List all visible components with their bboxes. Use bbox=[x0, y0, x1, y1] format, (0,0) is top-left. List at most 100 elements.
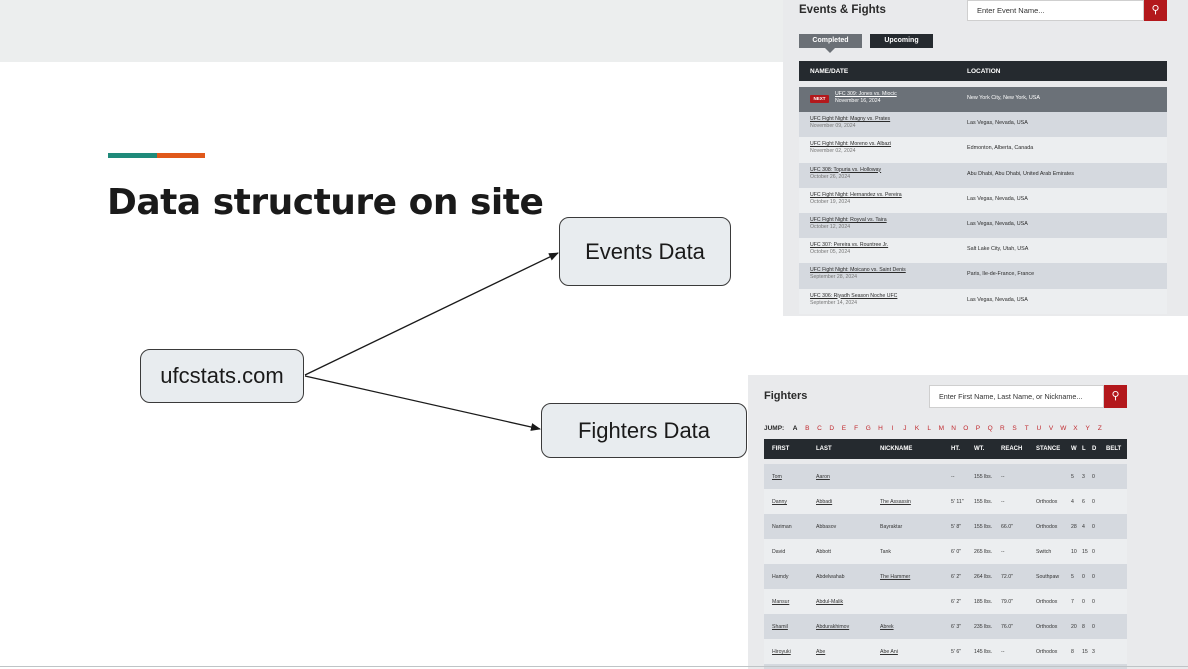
jump-letter[interactable]: T bbox=[1024, 425, 1029, 432]
jump-letter[interactable]: B bbox=[805, 425, 810, 432]
search-icon: ⚲ bbox=[1151, 4, 1160, 16]
events-table-body: NEXT UFC 309: Jones vs. Miocic November … bbox=[799, 87, 1167, 314]
fighter-last-link[interactable]: Aaron bbox=[816, 474, 830, 480]
fighter-first-link[interactable]: David bbox=[772, 549, 786, 555]
event-link[interactable]: UFC Fight Night: Moreno vs. Albazi bbox=[810, 141, 892, 148]
jump-letter[interactable]: C bbox=[817, 425, 822, 432]
fighter-weight: 155 lbs. bbox=[974, 474, 993, 480]
fighter-height: 6' 2" bbox=[951, 574, 962, 580]
jump-letter[interactable]: F bbox=[854, 425, 859, 432]
fighter-nickname-link[interactable]: Tank bbox=[880, 549, 891, 555]
fighter-reach: -- bbox=[1001, 474, 1005, 480]
fighter-stance: Orthodox bbox=[1036, 649, 1058, 655]
jump-letter[interactable]: H bbox=[878, 425, 883, 432]
fighter-wins: 4 bbox=[1071, 499, 1074, 505]
jump-letter[interactable]: J bbox=[903, 425, 907, 432]
event-row: UFC Fight Night: Magny vs. Prates Novemb… bbox=[799, 112, 1167, 138]
fighter-wins: 5 bbox=[1071, 474, 1074, 480]
fighter-draws: 0 bbox=[1092, 549, 1095, 555]
fighter-first-link[interactable]: Danny bbox=[772, 499, 787, 505]
jump-letter[interactable]: Q bbox=[987, 425, 993, 432]
event-search-input[interactable]: Enter Event Name... bbox=[967, 0, 1144, 21]
event-link[interactable]: UFC Fight Night: Moicano vs. Saint Denis bbox=[810, 267, 906, 274]
jump-letter[interactable]: D bbox=[829, 425, 835, 432]
event-link[interactable]: UFC Fight Night: Hernandez vs. Pereira bbox=[810, 191, 902, 198]
jump-letter[interactable]: W bbox=[1060, 425, 1067, 432]
jump-letter[interactable]: V bbox=[1048, 425, 1054, 432]
event-link[interactable]: UFC 309: Jones vs. Miocic bbox=[835, 91, 897, 97]
tab-upcoming[interactable]: Upcoming bbox=[870, 34, 933, 48]
fighter-first-link[interactable]: Shamil bbox=[772, 624, 788, 630]
fighter-first-link[interactable]: Hiroyuki bbox=[772, 649, 791, 655]
fighter-search-input[interactable]: Enter First Name, Last Name, or Nickname… bbox=[929, 385, 1104, 408]
jump-letter[interactable]: G bbox=[865, 425, 871, 432]
fighter-first-link[interactable]: Mansur bbox=[772, 599, 790, 605]
fighter-search-button[interactable]: ⚲ bbox=[1104, 385, 1127, 408]
fighter-nickname-link[interactable]: The Hammer bbox=[880, 574, 911, 580]
fighter-last-link[interactable]: Abdurakhimov bbox=[816, 624, 850, 630]
fighter-reach: 76.0" bbox=[1001, 624, 1013, 630]
fighter-weight: 264 lbs. bbox=[974, 574, 993, 580]
column-wins: W bbox=[1071, 446, 1077, 452]
events-screenshot: Events & Fights Enter Event Name... ⚲ Co… bbox=[783, 0, 1188, 316]
jump-letter[interactable]: Y bbox=[1085, 425, 1090, 432]
fighter-row: Shamil Abdurakhimov Abrek 6' 3" 235 lbs.… bbox=[764, 614, 1127, 639]
fighter-last-link[interactable]: Abe bbox=[816, 649, 826, 655]
fighter-nickname-link[interactable]: Abrek bbox=[880, 624, 894, 630]
event-row: NEXT UFC 309: Jones vs. Miocic November … bbox=[799, 87, 1167, 113]
event-link[interactable]: UFC 307: Pereira vs. Rountree Jr. bbox=[810, 242, 889, 249]
fighter-draws: 0 bbox=[1092, 474, 1095, 480]
event-search-button[interactable]: ⚲ bbox=[1144, 0, 1167, 21]
jump-letter[interactable]: L bbox=[927, 425, 932, 432]
jump-letter[interactable]: S bbox=[1012, 425, 1017, 432]
tab-completed[interactable]: Completed bbox=[799, 34, 862, 53]
column-last: LAST bbox=[816, 446, 832, 452]
fighter-last-link[interactable]: Abdul-Malik bbox=[816, 599, 844, 605]
fighter-height: 6' 0" bbox=[951, 549, 962, 555]
jump-letter[interactable]: R bbox=[999, 425, 1005, 432]
jump-letter[interactable]: I bbox=[891, 425, 894, 432]
event-link[interactable]: UFC 308: Topuria vs. Holloway bbox=[810, 166, 882, 173]
fighter-draws: 0 bbox=[1092, 574, 1095, 580]
events-page-title: Events & Fights bbox=[799, 4, 886, 16]
event-date: September 14, 2024 bbox=[810, 299, 858, 306]
fighter-first-link[interactable]: Tom bbox=[772, 474, 782, 480]
fighter-weight: 155 lbs. bbox=[974, 524, 993, 530]
fighter-nickname-link[interactable]: The Assassin bbox=[880, 499, 911, 505]
jump-letter[interactable]: X bbox=[1073, 425, 1078, 432]
jump-letter[interactable]: Z bbox=[1097, 425, 1102, 432]
jump-letter[interactable]: P bbox=[975, 425, 981, 432]
event-date: September 28, 2024 bbox=[810, 274, 858, 281]
event-row: UFC Fight Night: Hernandez vs. Pereira O… bbox=[799, 187, 1167, 213]
event-row: UFC 308: Topuria vs. Holloway October 26… bbox=[799, 162, 1167, 188]
fighter-last-link[interactable]: Abbadi bbox=[816, 499, 833, 505]
jump-letter[interactable]: K bbox=[914, 425, 920, 432]
event-link[interactable]: UFC Fight Night: Royval vs. Taira bbox=[810, 216, 887, 223]
column-losses: L bbox=[1082, 446, 1086, 452]
jump-letter[interactable]: M bbox=[938, 425, 945, 432]
fighter-reach: 79.0" bbox=[1001, 599, 1013, 605]
fighter-last-link[interactable]: Abbasov bbox=[816, 524, 837, 530]
jump-letter[interactable]: A bbox=[792, 425, 798, 432]
jump-letter[interactable]: U bbox=[1036, 425, 1042, 432]
fighter-losses: 0 bbox=[1082, 574, 1085, 580]
fighter-nickname-link[interactable]: Bayraktar bbox=[880, 524, 903, 530]
fighter-nickname-link[interactable]: Abe Ani bbox=[880, 649, 898, 655]
fighter-reach: -- bbox=[1001, 649, 1005, 655]
jump-letter[interactable]: N bbox=[951, 425, 956, 432]
fighter-first-link[interactable]: Nariman bbox=[772, 524, 792, 530]
fighter-last-link[interactable]: Abdelwahab bbox=[816, 574, 845, 580]
event-location: Las Vegas, Nevada, USA bbox=[967, 220, 1028, 227]
event-link[interactable]: UFC Fight Night: Magny vs. Prates bbox=[810, 116, 891, 123]
jump-letter[interactable]: O bbox=[963, 425, 969, 432]
fighter-first-link[interactable]: Hamdy bbox=[772, 574, 789, 580]
event-link[interactable]: UFC 306: Riyadh Season Noche UFC bbox=[810, 292, 898, 299]
fighter-last-link[interactable]: Abbott bbox=[816, 549, 831, 555]
fighter-row: Nariman Abbasov Bayraktar 5' 8" 155 lbs.… bbox=[764, 514, 1127, 539]
jump-letter[interactable]: E bbox=[841, 425, 847, 432]
node-events-data: Events Data bbox=[559, 217, 731, 286]
jump-label: JUMP: bbox=[764, 425, 785, 432]
event-row: UFC Fight Night: Moicano vs. Saint Denis… bbox=[799, 263, 1167, 289]
edge-source-to-events bbox=[304, 252, 559, 376]
